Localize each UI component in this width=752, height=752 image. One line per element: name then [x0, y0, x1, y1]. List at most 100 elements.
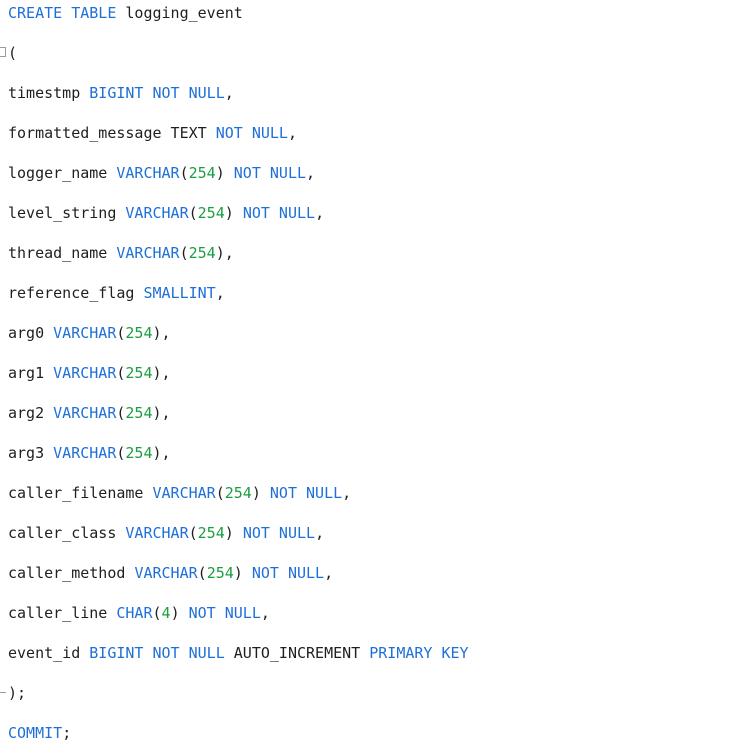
sql-text: ( [8, 44, 18, 62]
code-line[interactable]: caller_method VARCHAR(254) NOT NULL, [8, 563, 333, 583]
sql-keyword: NOT NULL [233, 164, 307, 182]
sql-number: 254 [188, 244, 216, 262]
sql-text: ( [188, 524, 198, 542]
code-line[interactable]: level_string VARCHAR(254) NOT NULL, [8, 203, 324, 223]
sql-text: , [315, 204, 325, 222]
sql-text: ) [224, 524, 243, 542]
sql-text: , [224, 84, 234, 102]
sql-text: ( [197, 564, 207, 582]
code-line[interactable]: arg0 VARCHAR(254), [8, 323, 171, 343]
code-line[interactable]: caller_class VARCHAR(254) NOT NULL, [8, 523, 324, 543]
code-line[interactable]: formatted_message TEXT NOT NULL, [8, 123, 297, 143]
sql-text: , [342, 484, 352, 502]
code-line[interactable]: arg3 VARCHAR(254), [8, 443, 171, 463]
sql-number: 254 [197, 204, 225, 222]
sql-text: ) [224, 204, 243, 222]
sql-keyword: BIGINT NOT NULL [89, 84, 225, 102]
sql-number: 254 [206, 564, 234, 582]
sql-keyword: VARCHAR [53, 444, 117, 462]
sql-keyword: COMMIT [8, 724, 63, 742]
sql-text: , [315, 524, 325, 542]
code-line[interactable]: event_id BIGINT NOT NULL AUTO_INCREMENT … [8, 643, 469, 663]
sql-text: ( [116, 364, 126, 382]
code-line[interactable]: COMMIT; [8, 723, 71, 743]
sql-keyword: NOT NULL [251, 564, 325, 582]
code-line[interactable]: arg1 VARCHAR(254), [8, 363, 171, 383]
sql-number: 254 [125, 444, 153, 462]
code-line[interactable]: caller_line CHAR(4) NOT NULL, [8, 603, 270, 623]
sql-text: ( [179, 164, 189, 182]
sql-text: , [287, 124, 297, 142]
sql-text: , [324, 564, 334, 582]
sql-text: ( [116, 444, 126, 462]
sql-text: ) [233, 564, 252, 582]
sql-text: event_id [8, 644, 90, 662]
sql-text: ), [152, 364, 171, 382]
sql-number: 254 [224, 484, 252, 502]
sql-text: thread_name [8, 244, 117, 262]
code-line[interactable]: CREATE TABLE logging_event [8, 3, 243, 23]
sql-keyword: VARCHAR [125, 524, 189, 542]
sql-keyword: VARCHAR [53, 324, 117, 342]
sql-number: 254 [125, 404, 153, 422]
sql-keyword: VARCHAR [134, 564, 198, 582]
sql-text: ( [116, 324, 126, 342]
sql-text: arg3 [8, 444, 54, 462]
sql-number: 4 [161, 604, 171, 622]
code-line[interactable]: ( [8, 43, 17, 63]
sql-text: ), [152, 404, 171, 422]
sql-keyword: NOT NULL [269, 484, 343, 502]
sql-keyword: CREATE TABLE [8, 4, 126, 22]
sql-keyword: SMALLINT [143, 284, 216, 302]
sql-text: caller_method [8, 564, 135, 582]
sql-text: ( [188, 204, 198, 222]
sql-keyword: NOT NULL [242, 524, 316, 542]
sql-text: ), [152, 324, 171, 342]
fold-start-marker[interactable] [0, 47, 6, 57]
sql-text: logging_event [125, 4, 243, 22]
sql-text: arg1 [8, 364, 54, 382]
sql-text: ); [8, 684, 27, 702]
sql-keyword: VARCHAR [53, 404, 117, 422]
fold-end-marker [0, 692, 6, 693]
code-line[interactable]: thread_name VARCHAR(254), [8, 243, 234, 263]
sql-number: 254 [188, 164, 216, 182]
sql-text: ( [179, 244, 189, 262]
sql-text: reference_flag [8, 284, 144, 302]
sql-text: ), [215, 244, 234, 262]
sql-keyword: BIGINT NOT NULL [89, 644, 225, 662]
sql-number: 254 [125, 364, 153, 382]
sql-keyword: VARCHAR [116, 244, 180, 262]
sql-keyword: NOT NULL [215, 124, 288, 142]
code-line[interactable]: arg2 VARCHAR(254), [8, 403, 171, 423]
sql-text: caller_class [8, 524, 126, 542]
code-line[interactable]: logger_name VARCHAR(254) NOT NULL, [8, 163, 315, 183]
sql-keyword: VARCHAR [53, 364, 117, 382]
sql-text: AUTO_INCREMENT [224, 644, 370, 662]
sql-keyword: NOT NULL [242, 204, 316, 222]
sql-text: logger_name [8, 164, 117, 182]
sql-keyword: CHAR [116, 604, 153, 622]
sql-text: arg2 [8, 404, 54, 422]
code-line[interactable]: timestmp BIGINT NOT NULL, [8, 83, 234, 103]
sql-number: 254 [125, 324, 153, 342]
sql-text: ) [215, 164, 234, 182]
code-line[interactable]: ); [8, 683, 26, 703]
sql-text: caller_filename [8, 484, 153, 502]
sql-text: ) [170, 604, 189, 622]
code-line[interactable]: reference_flag SMALLINT, [8, 283, 225, 303]
sql-text: ; [62, 724, 72, 742]
sql-text: caller_line [8, 604, 117, 622]
sql-text: , [260, 604, 270, 622]
sql-text: arg0 [8, 324, 54, 342]
sql-text: level_string [8, 204, 126, 222]
sql-keyword: VARCHAR [116, 164, 180, 182]
sql-text: ), [152, 444, 171, 462]
sql-text: formatted_message TEXT [8, 124, 216, 142]
sql-keyword: VARCHAR [125, 204, 189, 222]
sql-keyword: PRIMARY KEY [369, 644, 469, 662]
code-line[interactable]: caller_filename VARCHAR(254) NOT NULL, [8, 483, 351, 503]
sql-text: timestmp [8, 84, 90, 102]
sql-keyword: NOT NULL [188, 604, 261, 622]
